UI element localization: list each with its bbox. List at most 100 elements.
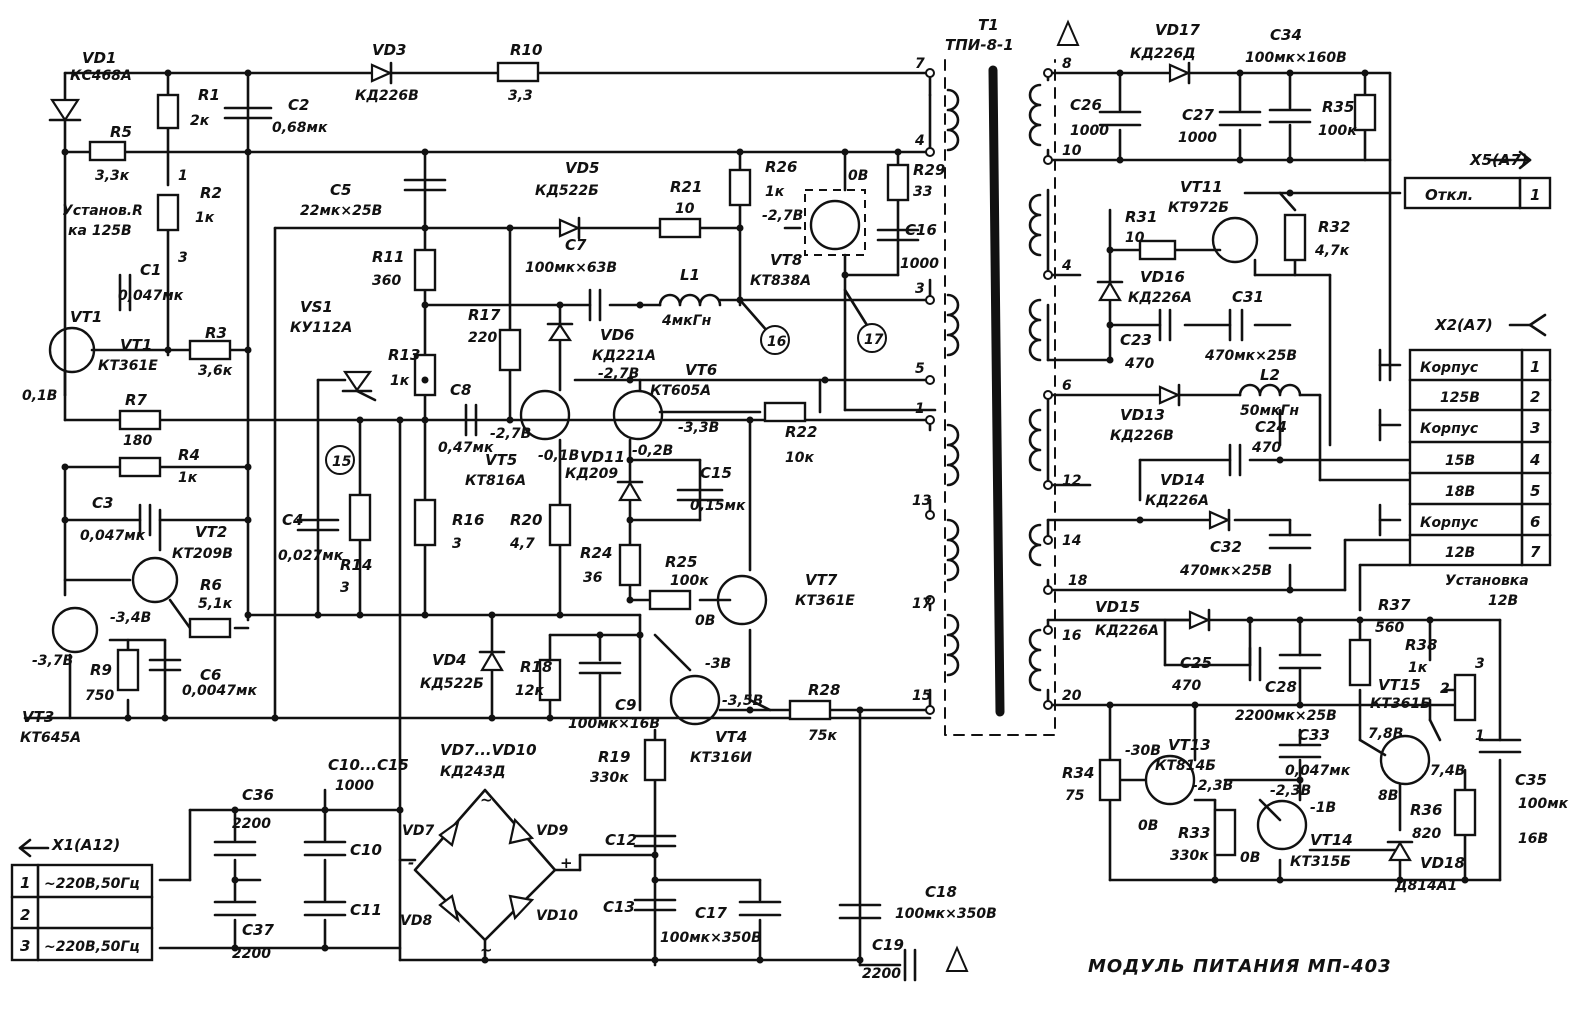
label-c34: C34 [1270,26,1302,44]
label-r24: R24 [580,544,612,562]
label-vt8: VT8 [770,251,802,269]
label-r31-value: 10 [1125,230,1145,246]
label-vd16-value: КД226А [1128,290,1192,306]
label-r33-value: 330к [1170,848,1209,864]
label-c10: C10 [350,841,382,859]
label-vd6-voltage: -2,7В [598,366,639,382]
label-c8-value: 0,47мк [438,440,494,456]
label-c35-value-b: 16В [1518,831,1548,847]
label-bridge-minus: - [408,854,414,872]
label-r17: R17 [468,306,501,324]
label-vt4: VT4 [715,728,747,746]
label-vd3-value: КД226В [355,88,419,104]
label-vt11: VT11 [1180,178,1223,196]
label-vt8-base-voltage: -2,7В [762,208,803,224]
x5-pin1-number: 1 [1530,186,1540,204]
label-vd13-value: КД226В [1110,428,1174,444]
label-vt15: VT15 [1378,676,1421,694]
label-c17-value: 100мк×350В [660,930,762,946]
label-vd4-value: КД522Б [420,676,484,692]
label-s8: 8 [1062,56,1072,72]
label-s10: 10 [1062,143,1082,159]
label-tp15: 15 [332,454,352,470]
label-r6-value: 5,1к [198,596,233,612]
label-r14: R14 [340,556,372,574]
label-x1: X1(A12) [51,836,120,854]
label-c13: C13 [603,898,635,916]
x2-pin5-number: 5 [1530,482,1540,500]
page-title: МОДУЛЬ ПИТАНИЯ МП-403 [1088,956,1392,977]
label-adjust12-b: 12В [1488,593,1518,609]
test-point-17 [857,323,887,353]
label-vt5: VT5 [485,451,517,469]
label-vt1-value: КТ361Е [98,358,158,374]
transformer-outline [944,59,1056,736]
label-vd8: VD8 [400,913,432,929]
label-r33: R33 [1178,824,1210,842]
label-vd5-value: КД522Б [535,183,599,199]
label-vt2: VT2 [195,523,227,541]
inductors [658,293,1302,397]
label-c3: C3 [92,494,113,512]
label-c5-value: 22мк×25В [300,203,382,219]
label-c37-value: 2200 [232,946,271,962]
label-r4-value: 1к [178,470,198,486]
label-c26: C26 [1070,96,1102,114]
label-r3-value: 3,6к [198,363,233,379]
capacitors [118,106,1522,982]
label-vt7-zero: 0В [695,613,715,629]
label-vt8-zero: 0В [848,168,868,184]
label-c15-value: 0,15мк [690,498,746,514]
connector-x2 [1408,348,1552,567]
label-vt2-emitter-voltage: -3,4В [110,610,151,626]
label-vd4: VD4 [432,651,467,669]
label-c36: C36 [242,786,274,804]
label-vd11: VD11 [580,448,625,466]
label-r1-value: 2к [190,113,210,129]
label-r25-value: 100к [670,573,709,589]
arrow-left-icon [18,838,50,858]
label-vd15-value: КД226А [1095,623,1159,639]
label-c11: C11 [350,901,382,919]
label-pin3: 3 [178,250,188,266]
label-t1-type: ТПИ-8-1 [945,36,1014,54]
label-bridge-ac-bottom: ~ [480,941,493,959]
label-r20: R20 [510,511,542,529]
label-r18: R18 [520,658,552,676]
label-c2: C2 [288,96,309,114]
label-w1: 7 [915,56,925,72]
label-w4: 4 [914,133,925,149]
label-c31-value: 470мк×25В [1204,348,1297,364]
label-vt5-base-voltage: -0,1В [538,448,579,464]
label-c5: C5 [330,181,351,199]
warning-triangle-icon [1056,19,1080,46]
label-s14: 14 [1062,533,1081,549]
windings [946,83,1042,692]
label-vt5-value: КТ816А [465,473,526,489]
test-point-16 [760,325,790,355]
label-vd11-value: КД209 [565,466,618,482]
label-bridge-ac-top: ~ [480,791,493,809]
label-s18: 18 [1068,573,1088,589]
label-c27-value: 1000 [1178,130,1217,146]
label-r21-value: 10 [675,201,695,217]
label-vt14-zero: 0В [1240,850,1260,866]
label-c6-value: 0,0047мк [182,683,257,699]
x2-pin1-number: 1 [1530,358,1540,376]
label-bridge: VD7...VD10 [440,741,537,759]
label-c27: C27 [1182,106,1214,124]
label-l1-value: 4мкГн [661,313,712,329]
label-vt15-value: КТ361Б [1370,696,1431,712]
label-c4: C4 [282,511,303,529]
label-s16: 16 [1062,628,1082,644]
connector-x2-symbol [1508,313,1547,337]
label-vt14-b-voltage: -1В [1310,800,1336,816]
x2-pin2-label: 125В [1440,390,1480,406]
labels: VD1 КС468А VD3 КД226В R10 3,3 R1 2к C2 0… [20,16,1569,982]
label-adjust125-b: ка 125В [68,223,132,239]
label-r29-value: 33 [913,184,932,200]
label-vt13-b-voltage: -2,3В [1192,778,1233,794]
label-r38-pin3: 3 [1475,656,1485,672]
label-vd1: VD1 [82,49,117,67]
